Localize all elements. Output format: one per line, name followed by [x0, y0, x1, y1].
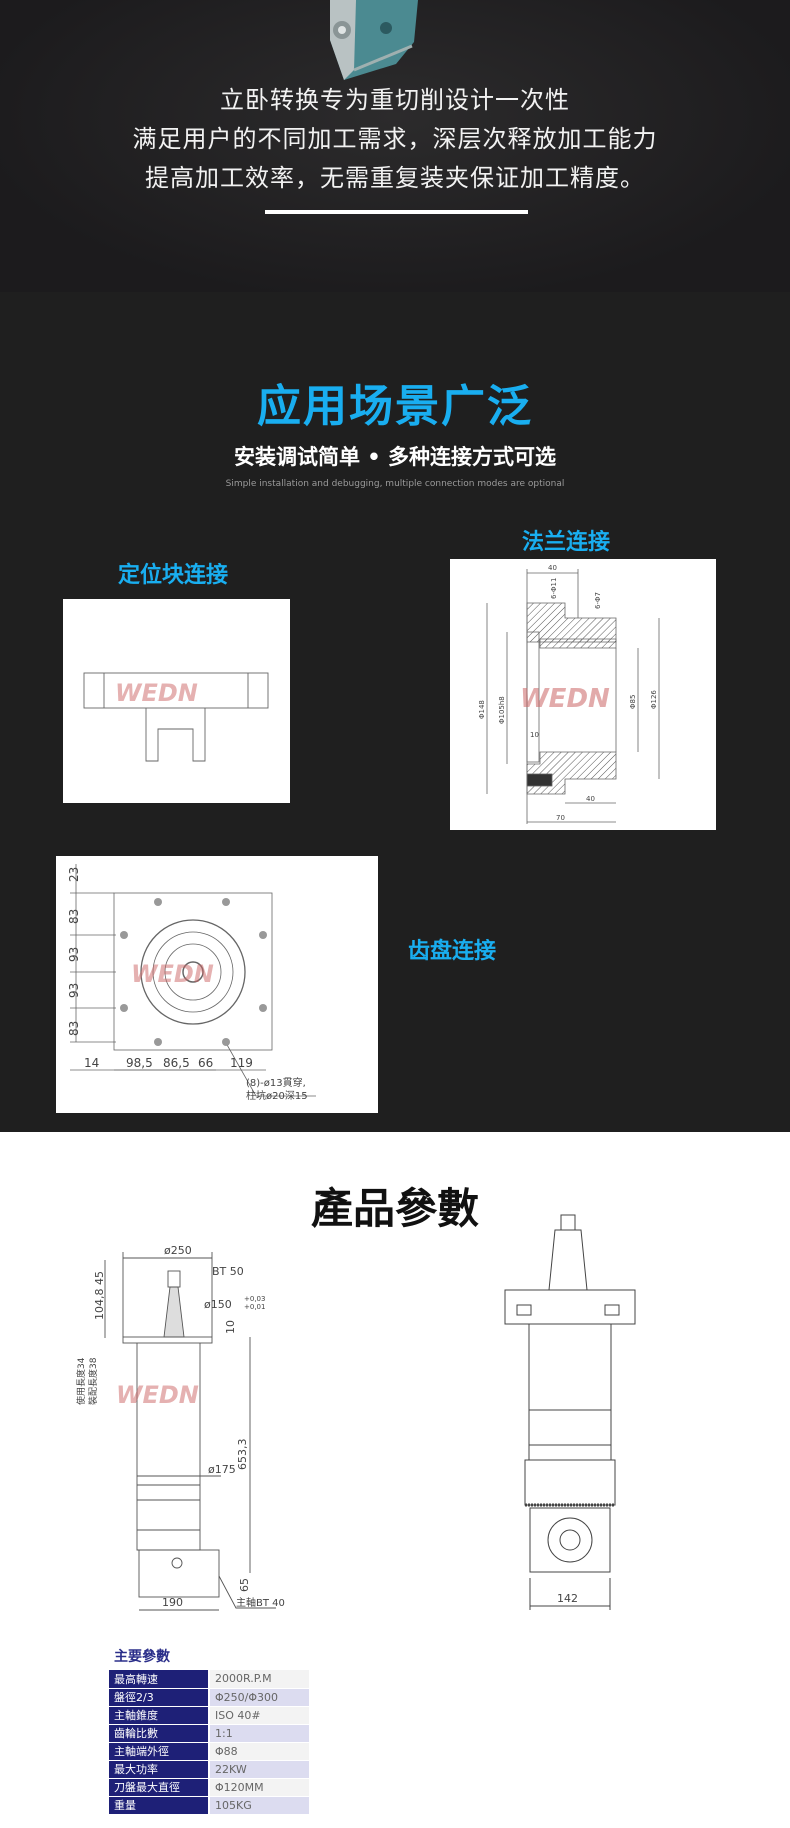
param-value: 22KW	[209, 1760, 309, 1779]
param-key: 最大功率	[109, 1760, 210, 1779]
param-value: 105KG	[209, 1796, 309, 1815]
dim: 6-Φ11	[550, 578, 558, 599]
watermark-logo: WEDN	[116, 1381, 199, 1409]
dim: 98,5	[126, 1056, 153, 1070]
dim: 主軸BT 40	[236, 1596, 285, 1609]
param-key: 刀盤最大直徑	[109, 1778, 210, 1797]
dim: 83	[67, 909, 81, 924]
intro-line-2: 满足用户的不同加工需求，深层次释放加工能力	[132, 125, 658, 153]
param-key: 盤徑2/3	[109, 1688, 210, 1707]
dim: 40	[548, 564, 557, 572]
dim: 10	[224, 1320, 237, 1334]
dim: 23	[67, 867, 81, 882]
params-title: 主要參數	[114, 1649, 170, 1665]
param-value: Φ250/Φ300	[209, 1688, 309, 1707]
intro-line-3: 提高加工效率，无需重复装夹保证加工精度。	[145, 164, 645, 192]
product-front-drawing: 142	[495, 1210, 645, 1625]
dim: 83	[67, 1021, 81, 1036]
divider	[265, 210, 528, 214]
dim: 10	[530, 731, 539, 739]
param-value: ISO 40#	[209, 1706, 309, 1725]
dim: Φ148	[478, 700, 486, 719]
dim: 使用長度34	[76, 1357, 87, 1405]
dim: ø250	[164, 1244, 192, 1257]
dim: 190	[162, 1596, 183, 1609]
param-key: 最高轉速	[109, 1670, 210, 1689]
watermark-logo: WEDN	[520, 684, 610, 714]
intro-line-1: 立卧转换专为重切削设计一次性	[220, 86, 570, 114]
gear-note: (8)-ø13貫穿,	[246, 1076, 306, 1089]
param-key: 齒輪比數	[109, 1724, 210, 1743]
dim: 40	[586, 795, 595, 803]
flange-label: 法兰连接	[522, 530, 611, 555]
applications-title: 应用场景广泛	[257, 381, 533, 432]
param-value: 2000R.P.M	[209, 1670, 309, 1689]
param-key: 主軸錐度	[109, 1706, 210, 1725]
dim: 14	[84, 1056, 99, 1070]
block-label: 定位块连接	[118, 563, 229, 588]
flange-drawing: 40 6-Φ11 6-Φ7 Φ148 Φ105h8 Φ85 Φ126 10 40…	[450, 559, 716, 830]
dim: 45	[93, 1271, 106, 1285]
gear-label: 齿盘连接	[408, 939, 497, 964]
watermark-logo: WEDN	[131, 960, 214, 988]
watermark-logo: WEDN	[115, 679, 198, 707]
product-side-drawing: ø250 BT 50 ø150 +0,03 +0,01 10 104,8 45 …	[75, 1240, 303, 1614]
dim: ø175	[208, 1463, 236, 1476]
dim: BT 50	[212, 1265, 244, 1278]
dim: 6-Φ7	[594, 592, 602, 609]
dim: +0,03	[244, 1295, 265, 1303]
gear-drawing: 23 83 93 93 83 14 98,5 86,5 66 119 (8)-ø…	[56, 856, 378, 1113]
dim: 86,5	[163, 1056, 190, 1070]
dim: 裝配長度38	[87, 1357, 99, 1405]
dim: +0,01	[244, 1303, 265, 1311]
product-photo	[330, 0, 418, 80]
dim: 66	[198, 1056, 213, 1070]
dim: 142	[557, 1592, 578, 1605]
param-value: 1:1	[209, 1724, 309, 1743]
param-key: 主軸端外徑	[109, 1742, 210, 1761]
dim: 119	[230, 1056, 253, 1070]
param-value: Φ120MM	[209, 1778, 309, 1797]
product-title: 產品參數	[310, 1184, 479, 1233]
intro-section: 立卧转换专为重切削设计一次性 满足用户的不同加工需求，深层次释放加工能力 提高加…	[0, 0, 790, 292]
dim: 70	[556, 814, 565, 822]
param-key: 重量	[109, 1796, 210, 1815]
dim: 104,8	[93, 1289, 106, 1321]
param-value: Φ88	[209, 1742, 309, 1761]
applications-subtitle: 安装调试简单 • 多种连接方式可选	[233, 445, 557, 469]
block-drawing: WEDN	[63, 599, 290, 803]
dim: 93	[67, 947, 81, 962]
dim: Φ105h8	[498, 696, 506, 724]
gear-note: 柱坑ø20深15	[246, 1089, 308, 1102]
applications-subtitle-en: Simple installation and debugging, multi…	[225, 479, 565, 489]
dim: 65	[238, 1578, 251, 1592]
dim: Φ85	[629, 695, 637, 709]
dim: 653,3	[236, 1439, 249, 1471]
dim: ø150	[204, 1298, 232, 1311]
dim: Φ126	[650, 690, 658, 709]
dim: 93	[67, 983, 81, 998]
